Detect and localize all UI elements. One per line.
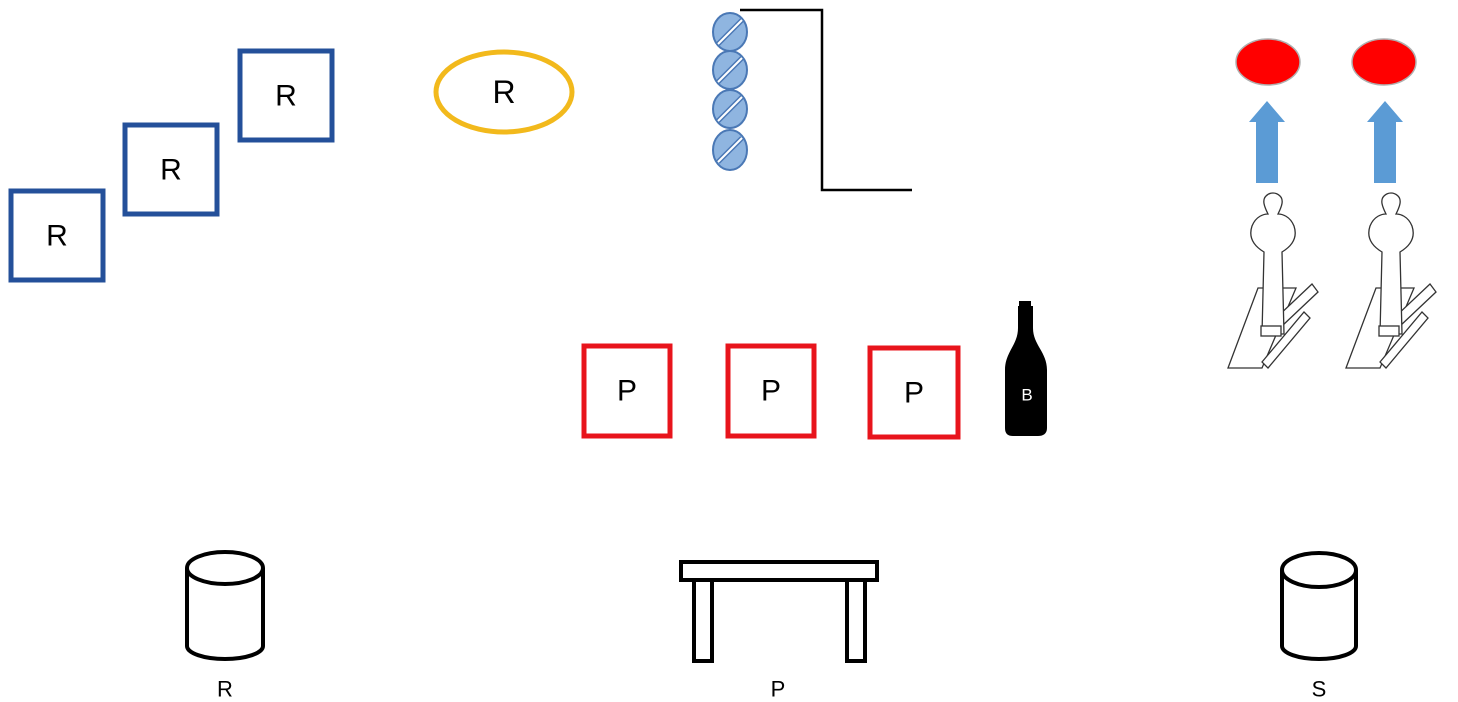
hanging-plate-3 — [712, 89, 748, 129]
pistol-box-3: P — [867, 345, 961, 440]
rifle-box-3-label: R — [275, 80, 297, 113]
barrel-icon — [1280, 551, 1358, 661]
swinging-plate-rack-icon — [712, 8, 912, 192]
steel-stand-1 — [1227, 38, 1319, 369]
position-p-label: P — [771, 677, 786, 702]
rifle-oval-target: R — [433, 49, 575, 135]
hanging-plate-4 — [712, 129, 748, 171]
popper-target-icon — [1345, 192, 1437, 369]
bottle-label: B — [1021, 386, 1032, 405]
rack-frame-line — [740, 8, 912, 192]
position-r: R — [185, 550, 265, 702]
bottle-icon: B — [1005, 301, 1047, 436]
rifle-oval-ring — [433, 49, 575, 135]
pistol-box-2-label: P — [761, 375, 781, 408]
pistol-box-3-label: P — [904, 377, 924, 410]
rifle-box-1-label: R — [46, 220, 68, 253]
steel-stand-2 — [1345, 38, 1437, 369]
rifle-box-3: R — [237, 48, 335, 143]
position-p: P — [679, 560, 879, 702]
rifle-box-2-label: R — [160, 154, 182, 187]
up-arrow-icon — [1249, 101, 1285, 183]
pistol-box-3-frame — [867, 345, 961, 440]
bottle-shape — [1005, 301, 1047, 436]
rifle-box-3-frame — [237, 48, 335, 143]
red-plate-icon — [1235, 38, 1301, 86]
up-arrow-icon — [1367, 101, 1403, 183]
rifle-box-1: R — [8, 188, 106, 283]
position-s: S — [1280, 551, 1358, 702]
barrel-icon — [185, 550, 265, 661]
rifle-box-2: R — [122, 122, 220, 217]
rifle-box-2-frame — [122, 122, 220, 217]
hanging-plate-1 — [712, 12, 748, 52]
rifle-oval-label: R — [492, 74, 515, 110]
position-r-label: R — [217, 677, 233, 702]
rifle-box-1-frame — [8, 188, 106, 283]
table-icon — [679, 560, 879, 663]
pistol-box-2: P — [725, 343, 817, 439]
pistol-box-1-frame — [581, 343, 673, 439]
pistol-box-1: P — [581, 343, 673, 439]
pistol-box-1-label: P — [617, 375, 637, 408]
pistol-box-2-frame — [725, 343, 817, 439]
popper-target-icon — [1227, 192, 1319, 369]
position-s-label: S — [1312, 677, 1327, 702]
red-plate-icon — [1351, 38, 1417, 86]
hanging-plate-2 — [712, 50, 748, 90]
